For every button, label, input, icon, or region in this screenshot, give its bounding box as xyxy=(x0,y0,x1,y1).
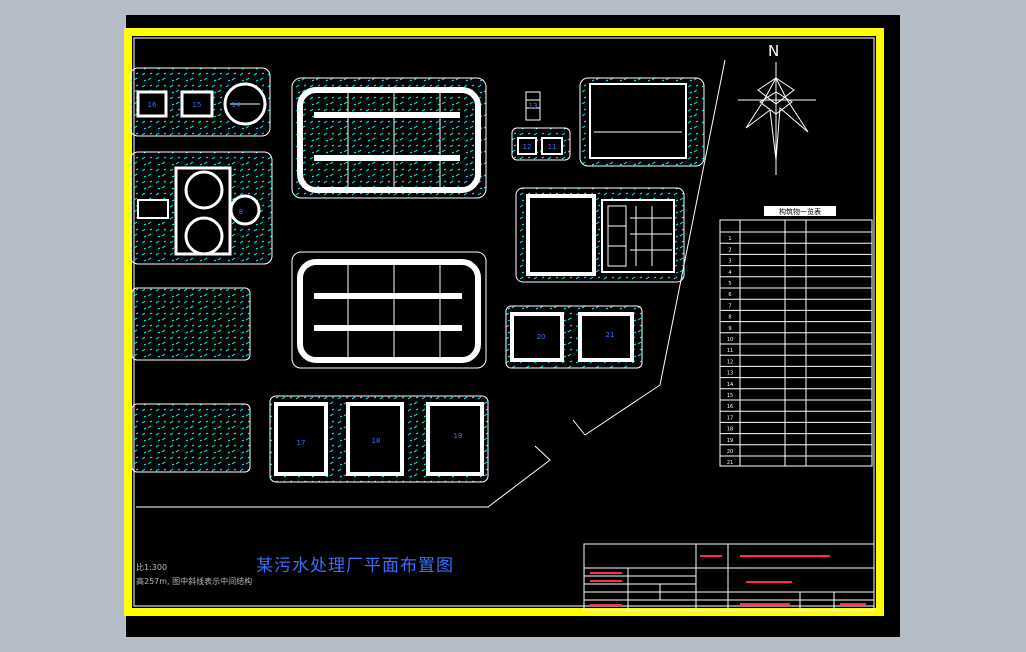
structure-label: 17 xyxy=(297,439,306,447)
aeration-tank-north xyxy=(291,77,487,199)
svg-text:构筑物一览表: 构筑物一览表 xyxy=(779,207,821,216)
aeration-tank-south xyxy=(291,251,487,369)
site-boundary-corner xyxy=(572,419,586,436)
table-row-number: 15 xyxy=(727,393,733,399)
table-row-number: 2 xyxy=(728,247,731,253)
square-tanks-east xyxy=(505,305,643,369)
table-row-number: 7 xyxy=(728,303,731,309)
table-row-number: 14 xyxy=(727,382,733,388)
table-row-number: 17 xyxy=(727,415,733,421)
structure-label: 16 xyxy=(148,101,157,109)
table-row-number: 20 xyxy=(727,449,733,455)
table-row-number: 9 xyxy=(728,326,731,332)
table-row-number: 21 xyxy=(727,460,733,466)
structure-label: 13 xyxy=(529,102,538,110)
table-row-number: 5 xyxy=(728,281,731,287)
building-group-east xyxy=(515,187,685,283)
scale-note: 比1:300 xyxy=(136,563,168,572)
clarifier-group xyxy=(129,151,273,265)
table-row-number: 12 xyxy=(727,359,733,365)
structure-label: 15 xyxy=(193,101,202,109)
structure-label: 21 xyxy=(606,331,615,339)
table-row-number: 3 xyxy=(728,259,731,265)
sheet-border xyxy=(124,28,884,616)
title-block xyxy=(583,543,875,611)
structure-label: 8 xyxy=(239,208,243,216)
table-row-number: 16 xyxy=(727,404,733,410)
table-row-number: 6 xyxy=(728,292,731,298)
table-row-number: 13 xyxy=(727,371,733,377)
elevation-note: 高257m, 图中斜线表示中间结构 xyxy=(136,577,253,586)
structure-label: 19 xyxy=(454,432,463,440)
sedimentation-tanks-south xyxy=(269,395,489,483)
table-row-number: 1 xyxy=(728,236,731,242)
structure-label: 14 xyxy=(232,101,241,109)
table-row-number: 11 xyxy=(727,348,733,354)
table-row-number: 18 xyxy=(727,427,733,433)
table-row-number: 8 xyxy=(728,315,731,321)
site-boundary-east xyxy=(584,59,726,436)
structure-label: 11 xyxy=(548,143,557,151)
north-arrow-icon: N xyxy=(738,42,816,175)
svg-text:N: N xyxy=(768,42,779,60)
green-area-west-2 xyxy=(131,403,251,473)
site-boundary-south xyxy=(136,445,551,508)
table-row-number: 4 xyxy=(728,270,731,276)
structure-label: 12 xyxy=(523,143,532,151)
table-row-number: 10 xyxy=(727,337,733,343)
green-area-west-1 xyxy=(131,287,251,361)
structure-label: 20 xyxy=(537,333,546,341)
drawing-title: 某污水处理厂平面布置图 xyxy=(256,556,454,576)
structure-group-north-west xyxy=(129,67,271,137)
building-north-east xyxy=(579,77,705,167)
table-row-number: 19 xyxy=(727,438,733,444)
structure-label: 18 xyxy=(372,437,381,445)
small-unit-pair xyxy=(511,91,571,161)
